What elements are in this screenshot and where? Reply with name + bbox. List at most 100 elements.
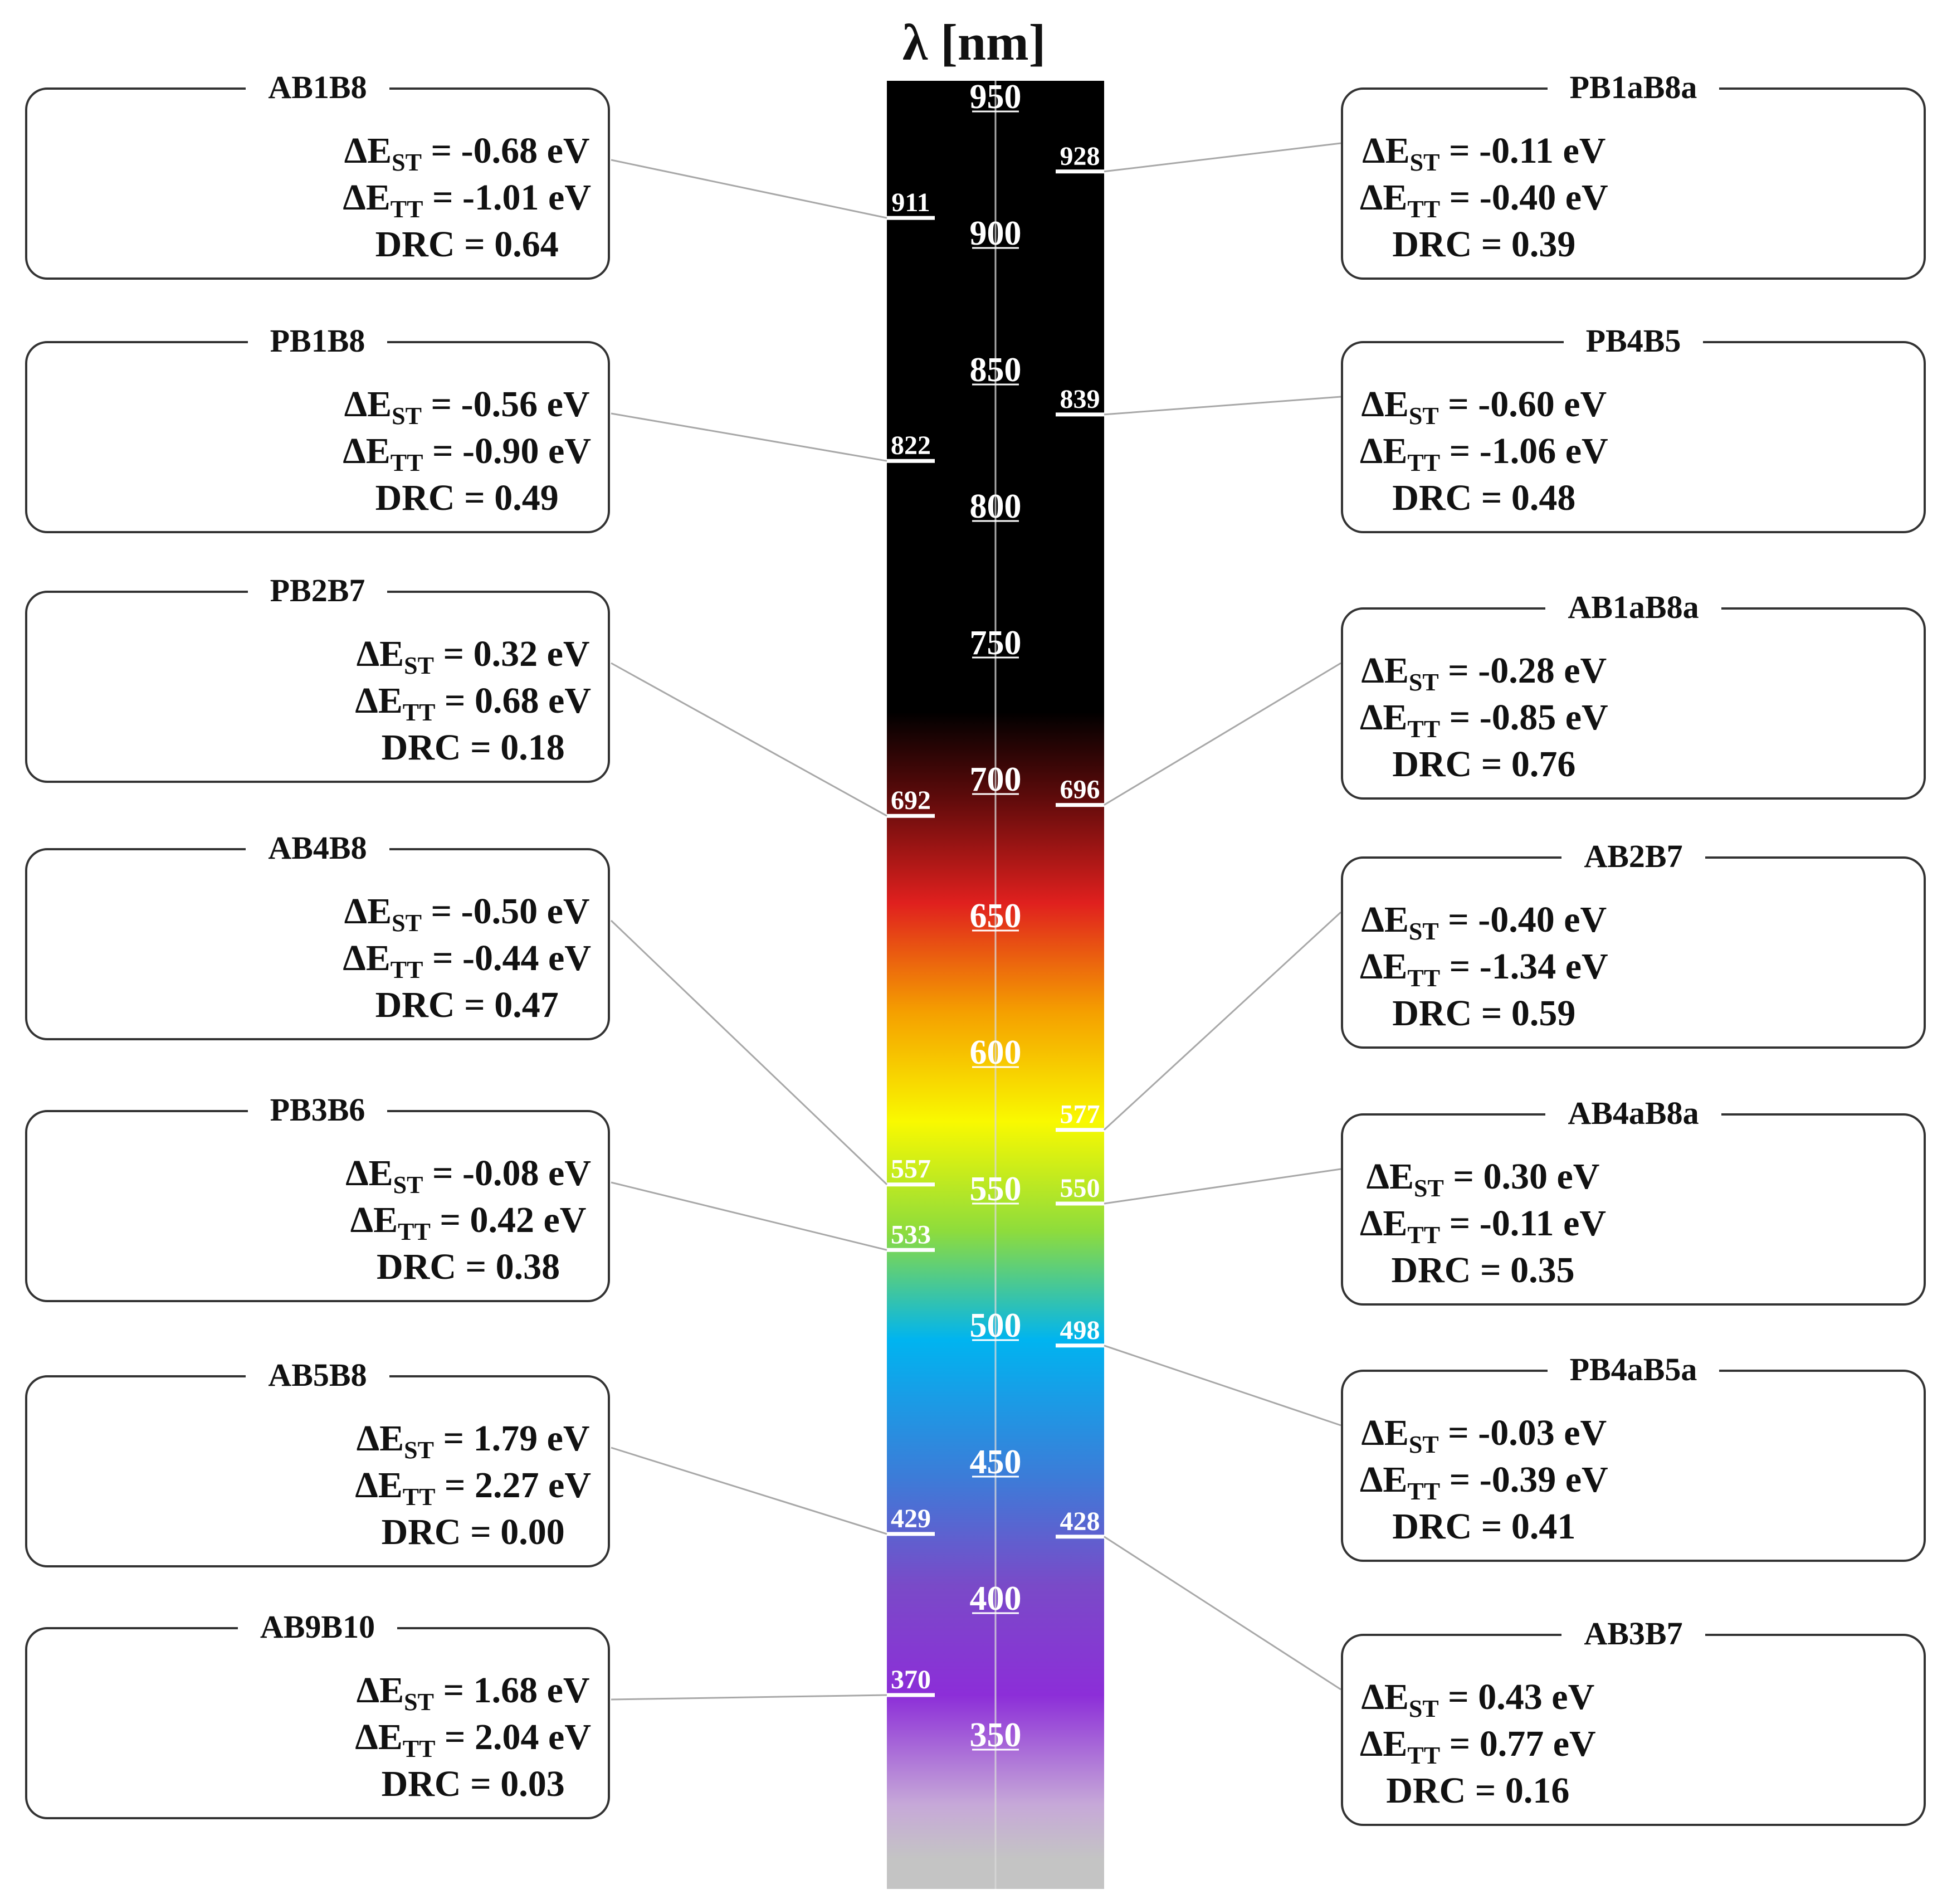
molecule-name: AB4B8 <box>246 828 389 868</box>
unit: eV <box>538 634 590 674</box>
molecule-name: AB9B10 <box>237 1607 398 1647</box>
subscript: TT <box>402 1735 436 1762</box>
subscript: ST <box>1408 1695 1439 1722</box>
tick-label: 900 <box>970 215 1022 252</box>
unit: eV <box>1556 177 1608 218</box>
molecule-name: AB3B7 <box>1561 1614 1705 1654</box>
subscript: TT <box>1407 1742 1441 1769</box>
delta-e-tt-value: -0.40 <box>1479 177 1556 218</box>
subscript: TT <box>390 956 423 983</box>
wavelength-label: 928 <box>1060 142 1100 171</box>
delta-e-tt-row: ΔETT = -1.34 eV <box>1360 946 1608 992</box>
delta-e-tt-row: ΔETT = -0.44 eV <box>343 938 591 983</box>
drc-row: DRC = 0.64 <box>375 224 559 265</box>
delta-e-tt-row: ΔETT = -0.39 eV <box>1360 1459 1608 1505</box>
delta-e-tt-value: 2.04 <box>475 1717 539 1757</box>
drc-value: 0.59 <box>1511 993 1576 1034</box>
molecule-name: AB2B7 <box>1561 836 1705 876</box>
tick-label: 750 <box>970 624 1022 662</box>
delta-e-st-value: -0.50 <box>461 891 538 932</box>
delta-e-st-row: ΔEST = 1.79 eV <box>356 1418 590 1464</box>
drc-value: 0.18 <box>500 727 565 768</box>
tick-label: 950 <box>970 78 1022 116</box>
delta-e-st-row: ΔEST = -0.40 eV <box>1361 899 1607 945</box>
delta-e-tt-row: ΔETT = -1.06 eV <box>1360 431 1608 476</box>
drc-row: DRC = 0.49 <box>375 478 559 518</box>
drc-row: DRC = 0.59 <box>1392 993 1576 1034</box>
delta-e-tt-value: 2.27 <box>475 1465 539 1506</box>
subscript: ST <box>1408 1431 1439 1458</box>
tick-label: 650 <box>970 897 1022 935</box>
drc-value: 0.64 <box>494 224 559 265</box>
leader-line <box>611 1447 887 1535</box>
tick-label: 700 <box>970 761 1022 798</box>
delta-e-st-row: ΔEST = -0.03 eV <box>1361 1413 1607 1458</box>
subscript: ST <box>1409 149 1440 176</box>
delta-e-st-row: ΔEST = 1.68 eV <box>356 1670 590 1716</box>
molecule-name: PB4B5 <box>1563 321 1704 361</box>
drc-row: DRC = 0.76 <box>1392 744 1576 785</box>
leader-line <box>1104 1168 1341 1205</box>
delta-e-tt-value: -0.90 <box>462 431 539 471</box>
wavelength-label: 692 <box>891 786 931 815</box>
delta-e-st-row: ΔEST = -0.68 eV <box>344 130 590 176</box>
unit: eV <box>534 1200 587 1240</box>
unit: eV <box>539 177 591 218</box>
delta-e-tt-row: ΔETT = -1.01 eV <box>343 177 591 223</box>
unit: eV <box>1554 650 1607 691</box>
leader-line <box>611 1694 887 1701</box>
leader-line <box>610 919 888 1185</box>
delta-e-tt-row: ΔETT = -0.40 eV <box>1360 177 1608 223</box>
delta-e-st-value: 0.30 <box>1483 1156 1548 1197</box>
unit: eV <box>539 938 591 978</box>
delta-e-st-row: ΔEST = 0.30 eV <box>1366 1156 1600 1202</box>
unit: eV <box>538 384 590 425</box>
subscript: ST <box>1408 918 1439 945</box>
leader-line <box>1104 662 1341 806</box>
delta-e-tt-value: -1.06 <box>1479 431 1556 471</box>
subscript: TT <box>402 699 436 726</box>
wavelength-label: 696 <box>1060 775 1100 805</box>
tick-label: 550 <box>970 1170 1022 1208</box>
subscript: TT <box>402 1483 436 1511</box>
unit: eV <box>538 891 590 932</box>
drc-value: 0.41 <box>1511 1506 1576 1547</box>
subscript: TT <box>1407 1478 1441 1505</box>
subscript: ST <box>404 652 434 679</box>
delta-e-st-value: 0.32 <box>473 634 538 674</box>
delta-e-tt-value: -0.11 <box>1479 1203 1554 1244</box>
drc-value: 0.38 <box>495 1246 560 1287</box>
unit: eV <box>1556 946 1608 987</box>
drc-row: DRC = 0.41 <box>1392 1506 1576 1547</box>
drc-value: 0.39 <box>1511 224 1576 265</box>
drc-row: DRC = 0.38 <box>377 1246 560 1287</box>
molecule-name: PB3B6 <box>247 1090 388 1130</box>
delta-e-st-value: -0.11 <box>1479 130 1554 171</box>
leader-line <box>1104 1345 1341 1426</box>
unit: eV <box>538 130 590 171</box>
delta-e-st-row: ΔEST = -0.11 eV <box>1362 130 1606 176</box>
leader-line <box>611 412 887 462</box>
molecule-name: PB1B8 <box>247 321 388 361</box>
delta-e-st-value: -0.40 <box>1478 899 1555 940</box>
delta-e-tt-value: 0.68 <box>475 680 539 721</box>
delta-e-st-row: ΔEST = -0.60 eV <box>1361 384 1607 430</box>
subscript: ST <box>404 1688 434 1716</box>
wavelength-label: 498 <box>1060 1316 1100 1345</box>
delta-e-tt-row: ΔETT = 0.77 eV <box>1360 1723 1596 1769</box>
delta-e-st-row: ΔEST = 0.32 eV <box>356 634 590 679</box>
